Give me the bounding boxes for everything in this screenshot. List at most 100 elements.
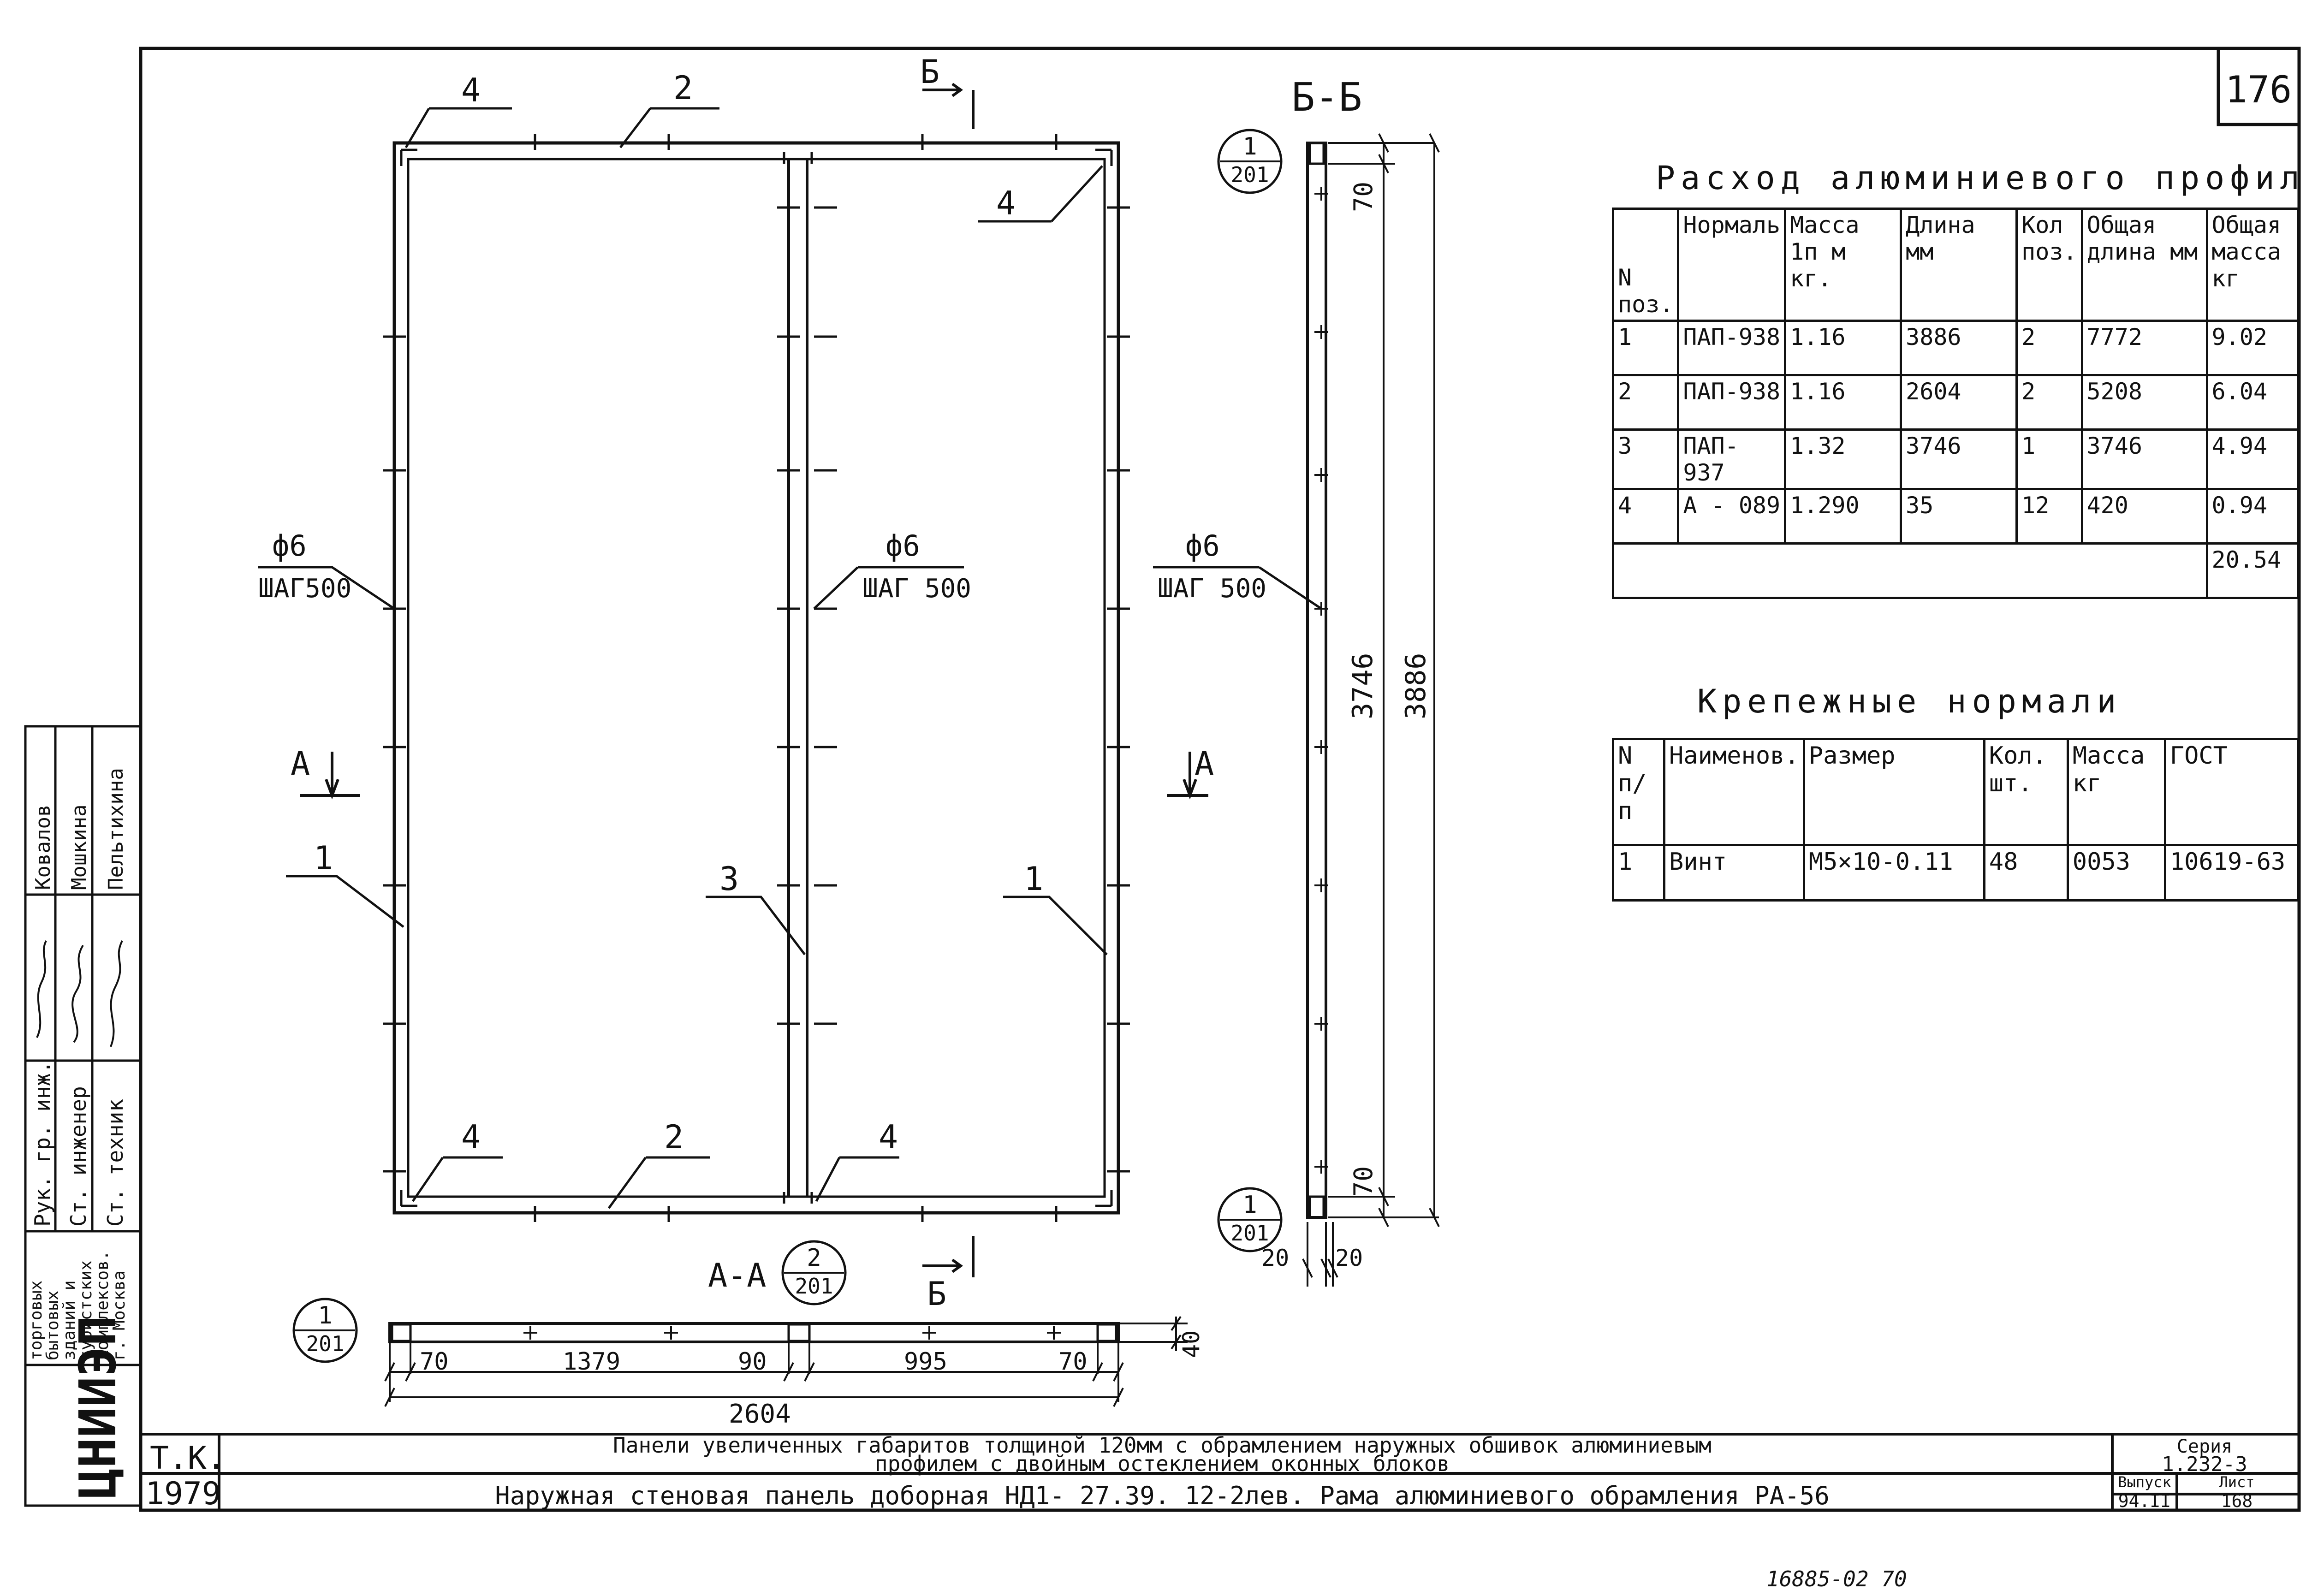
- section-b-top-label: Б: [920, 53, 939, 91]
- issue-value: 94.II: [2118, 1491, 2171, 1511]
- profile-col-mass: Масса 1п м кг.: [1784, 208, 1902, 322]
- table-cell: 4: [1611, 488, 1680, 545]
- table-cell: ПАП- 937: [1677, 428, 1787, 490]
- dim-20-right: 20: [1335, 1245, 1363, 1271]
- section-bb-title: Б-Б: [1291, 75, 1362, 120]
- callout-bb-top-sheet: 201: [1230, 162, 1269, 187]
- callout-aa-view-num: 1: [318, 1302, 332, 1329]
- label-pos-4-top-left: 4: [461, 71, 481, 109]
- table-cell: 3: [1611, 428, 1680, 490]
- position-leaders: [258, 107, 1322, 1209]
- table-cell: 2604: [1900, 374, 2018, 431]
- stamp-org-line-2: бытовых: [43, 1290, 62, 1360]
- table-cell: 4.94: [2205, 428, 2300, 490]
- callout-bb-bottom-num: 1: [1242, 1191, 1257, 1219]
- label-pos-4-top-right: 4: [996, 184, 1016, 222]
- stamp-name-3: Пельтихина: [104, 768, 128, 890]
- table-row: 4 А - 089 1.290 35 12 420 0.94: [1611, 488, 2300, 545]
- org-logo: ЦНИИЭП: [68, 1316, 127, 1499]
- series-value: 1.232-3: [2162, 1453, 2247, 1476]
- fastener-col-qty: Кол. шт.: [1983, 738, 2069, 846]
- table-cell: 2: [2015, 320, 2083, 376]
- label-pos-3: 3: [719, 860, 739, 898]
- label-phi6-middle: ф6: [886, 529, 920, 563]
- table-cell: ПАП-938: [1677, 374, 1787, 431]
- profile-col-pos: N поз.: [1611, 208, 1680, 322]
- section-bb-view: [1302, 133, 1440, 1287]
- table-cell: 0.94: [2205, 488, 2300, 545]
- table-cell: 6.04: [2205, 374, 2300, 431]
- issue-label: Выпуск: [2118, 1473, 2171, 1491]
- table-cell: 1.290: [1784, 488, 1902, 545]
- stamp-role-1: Рук. гр. инж.: [30, 1061, 55, 1227]
- callout-aa-view-sheet: 201: [306, 1331, 344, 1356]
- stamp-org-line-4: туристских: [77, 1260, 95, 1360]
- table-cell: 3886: [1900, 320, 2018, 376]
- table-row: 2 ПАП-938 1.16 2604 2 5208 6.04: [1611, 374, 2300, 431]
- frame-elevation: [383, 134, 1130, 1222]
- table-cell: 1: [1612, 844, 1665, 902]
- bottom-note: 16885-02 70: [1766, 1566, 1907, 1591]
- signatures: [36, 940, 123, 1047]
- table-cell: 2: [2015, 374, 2083, 431]
- section-aa-title: А-А: [708, 1257, 766, 1294]
- total-mass: 20.54: [2205, 542, 2300, 599]
- stamp-name-2: Мошкина: [67, 805, 91, 890]
- table-cell: 35: [1900, 488, 2018, 545]
- stamp-org-line-6: г. Москва: [110, 1270, 129, 1360]
- label-pos-4-bottom-left: 4: [461, 1118, 481, 1156]
- profile-col-norm: Нормаль: [1677, 208, 1787, 322]
- total-row: 20.54: [1612, 542, 2300, 599]
- label-phi6-right: ф6: [1185, 529, 1220, 563]
- table-cell: 1: [2015, 428, 2083, 490]
- label-phi6-left: ф6: [272, 529, 307, 563]
- section-aa-view: [384, 1316, 1188, 1407]
- sheet-label: Лист: [2219, 1473, 2254, 1491]
- title-year: 1979: [145, 1476, 221, 1512]
- fastener-table-title: Крепежные нормали: [1697, 682, 2122, 720]
- table-cell: 1: [1611, 320, 1680, 376]
- table-cell: 10619-63: [2163, 844, 2300, 902]
- fastener-col-name: Наименов.: [1663, 738, 1805, 846]
- table-row: 3 ПАП- 937 1.32 3746 1 3746 4.94: [1611, 428, 2300, 490]
- dim-3746-vertical: 3746: [1347, 653, 1379, 720]
- sheet-value: 168: [2221, 1491, 2253, 1511]
- dim-995: 995: [904, 1348, 947, 1376]
- profile-col-total-length: Общая длина мм: [2080, 208, 2208, 322]
- sheet-number: 176: [2225, 68, 2292, 111]
- label-pos-2-top: 2: [673, 69, 693, 107]
- profile-table: N поз. Нормаль Масса 1п м кг. Длина мм К…: [1611, 208, 2300, 599]
- table-cell: 2: [1611, 374, 1680, 431]
- section-a-right-label: А: [1195, 745, 1214, 783]
- table-cell: 3746: [1900, 428, 2018, 490]
- table-row: 1 ПАП-938 1.16 3886 2 7772 9.02: [1611, 320, 2300, 376]
- callout-aa-num: 2: [807, 1244, 821, 1272]
- stamp-org-line-1: торговых: [27, 1281, 46, 1360]
- label-pos-1-right: 1: [1024, 860, 1043, 898]
- title-block: [141, 1433, 2299, 1510]
- callout-bb-top: 1 201: [1217, 129, 1283, 194]
- series-label: Серия: [2177, 1436, 2232, 1457]
- label-pos-2-bottom: 2: [664, 1118, 683, 1156]
- table-cell: 9.02: [2205, 320, 2300, 376]
- table-cell: 0053: [2066, 844, 2166, 902]
- callout-aa-sheet: 201: [795, 1274, 833, 1299]
- stamp-role-2: Ст. инженер: [66, 1086, 91, 1227]
- fastener-table-header: N п/п Наименов. Размер Кол. шт. Масса кг…: [1612, 738, 2300, 846]
- dim-40: 40: [1178, 1330, 1205, 1358]
- title-line-1: Панели увеличенных габаритов толщиной 12…: [613, 1433, 1712, 1458]
- table-cell: 7772: [2080, 320, 2208, 376]
- stamp-role-3: Ст. техник: [103, 1099, 128, 1227]
- dim-20-left: 20: [1261, 1245, 1289, 1271]
- label-pos-1-left: 1: [314, 839, 333, 877]
- table-cell: ПАП-938: [1677, 320, 1787, 376]
- profile-col-length: Длина мм: [1900, 208, 2018, 322]
- table-cell: М5×10-0.11: [1802, 844, 1985, 902]
- dim-70-bottom: 70: [1349, 1166, 1378, 1197]
- label-step-middle: ШАГ 500: [862, 574, 971, 604]
- table-cell: 3746: [2080, 428, 2208, 490]
- sheet-number-box: [2217, 47, 2301, 126]
- stamp-column: [24, 725, 142, 1507]
- callout-aa-view: 1 201: [292, 1298, 358, 1363]
